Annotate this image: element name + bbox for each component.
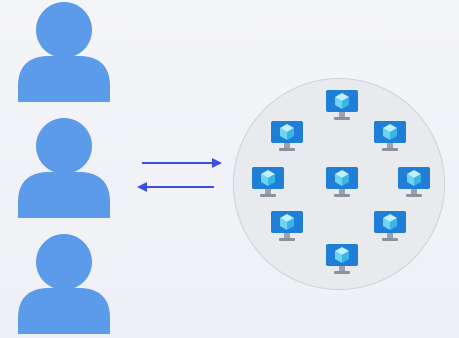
- virtual-machine-icon: [373, 120, 407, 152]
- virtual-machine-icon: [325, 166, 359, 198]
- connection-arrows: [137, 158, 222, 192]
- virtual-machine-icon: [270, 210, 304, 242]
- virtual-machine-icon: [251, 166, 285, 198]
- virtual-machine-icon: [325, 89, 359, 121]
- virtual-machine-icon: [373, 210, 407, 242]
- virtual-machine-icon: [270, 120, 304, 152]
- virtual-machine-icon: [325, 243, 359, 275]
- arrow-left-icon: [137, 182, 214, 192]
- user-icon: [16, 116, 112, 218]
- virtual-machine-icon: [397, 166, 431, 198]
- user-icon: [16, 0, 112, 102]
- arrow-right-icon: [142, 158, 222, 168]
- user-icon: [16, 232, 112, 334]
